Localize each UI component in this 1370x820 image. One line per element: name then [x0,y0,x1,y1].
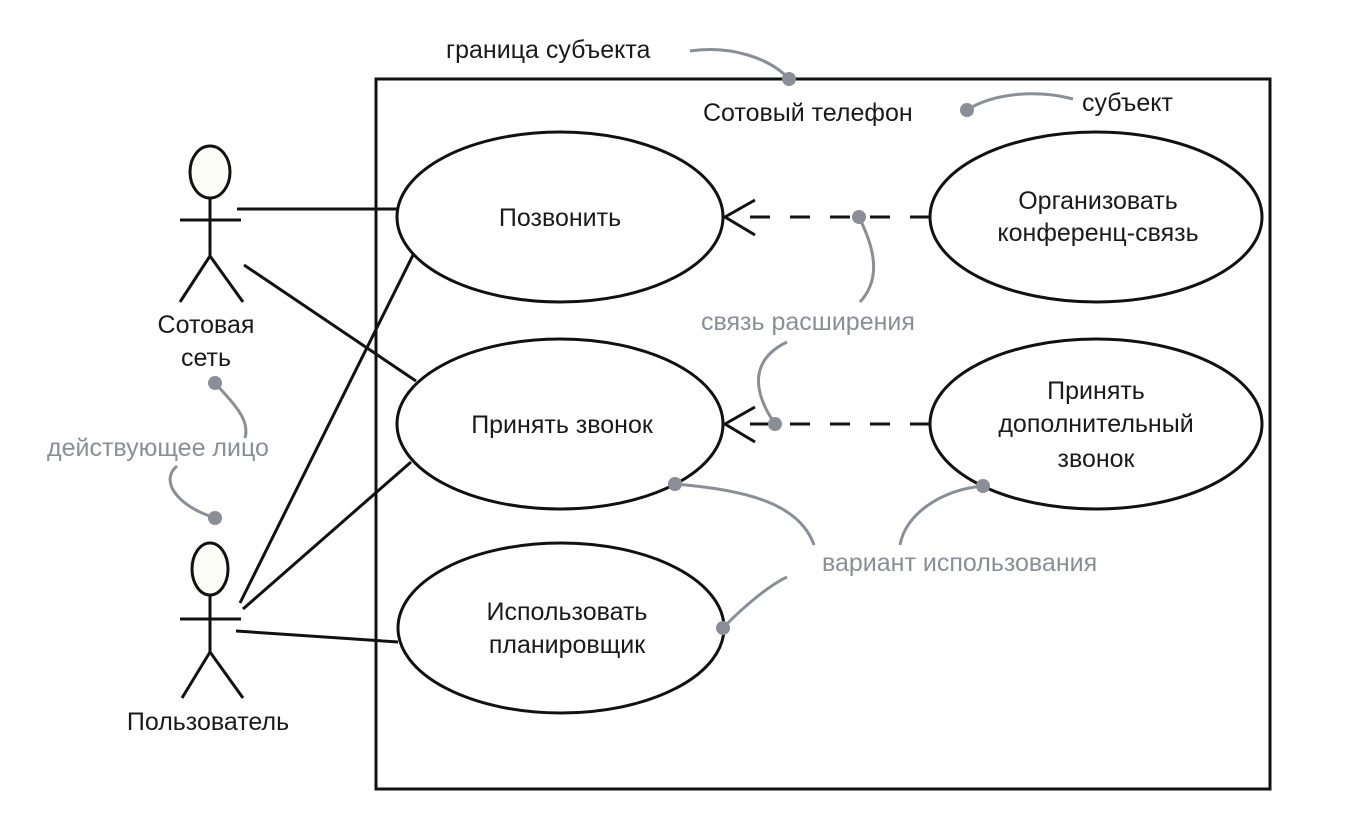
use-case-label: звонок [1057,445,1135,473]
annotation-subject: субъект [960,89,1174,117]
annotation-text: действующее лицо [47,434,269,462]
callout-line [689,48,791,81]
actor-leg [208,255,245,303]
callout-dot-icon [208,511,222,525]
actor-label: Пользователь [127,708,289,736]
actor-leg [208,651,245,699]
use-case-additional: Принять дополнительный звонок [928,337,1264,511]
callout-dot-icon [768,417,782,431]
use-case-label: Использовать [487,598,648,626]
annotation-use-case: вариант использования [668,477,1097,635]
callout-line [674,482,816,546]
annotation-text: граница субъекта [446,36,651,64]
use-case-label: конференц-связь [997,219,1198,247]
actor-head-icon [190,541,230,597]
association-user-scheduler [235,629,399,644]
annotation-text: вариант использования [822,549,1097,577]
system-boundary [374,77,1272,791]
extend-arrowhead-icon [722,405,756,444]
callout-dot-icon [782,72,796,86]
actor-leg [178,255,212,303]
actor-user: Пользователь [127,541,289,736]
use-case-conference: Организовать конференц-связь [928,130,1264,304]
callout-line [966,92,1074,112]
annotation-extend: связь расширения [701,210,915,431]
use-case-label: Принять звонок [471,411,654,439]
actor-network: Сотовая сеть [158,144,255,372]
annotation-subject-boundary: граница субъекта [446,36,796,86]
associations [235,207,417,644]
use-case-ellipse [396,541,726,715]
callout-line [168,464,216,520]
use-case-call: Позвонить [395,130,725,304]
annotation-text: субъект [1082,89,1174,117]
actor-label: Сотовая [158,311,255,339]
use-case-label: Позвонить [499,204,621,232]
annotation-text: связь расширения [701,308,915,336]
association-user-call [238,250,417,604]
extend-relations [722,198,930,444]
use-case-ellipse [928,130,1264,304]
use-case-label: планировщик [489,631,646,659]
use-case-ellipse [395,130,725,304]
callout-line [857,216,876,304]
annotation-actor: действующее лицо [47,376,269,525]
system-name: Сотовый телефон [703,99,913,127]
use-case-ellipse [928,337,1264,511]
use-case-receive: Принять звонок [395,337,725,511]
use-case-label: Принять [1047,377,1145,405]
callout-dot-icon [960,103,974,117]
use-case-label: Организовать [1018,187,1178,215]
callout-line [721,575,788,630]
callout-line [898,484,984,546]
callout-line [213,381,248,439]
association-user-receive [242,460,412,611]
callout-line [757,340,788,425]
actor-head-icon [188,144,232,200]
use-case-label: дополнительный [998,410,1193,438]
use-case-scheduler: Использовать планировщик [396,541,726,715]
actor-label: сеть [181,344,231,372]
extend-arrowhead-icon [722,198,756,237]
actor-leg [180,651,212,699]
callout-dot-icon [852,210,866,224]
use-case-ellipse [395,337,725,511]
association-network-receive [243,263,417,383]
